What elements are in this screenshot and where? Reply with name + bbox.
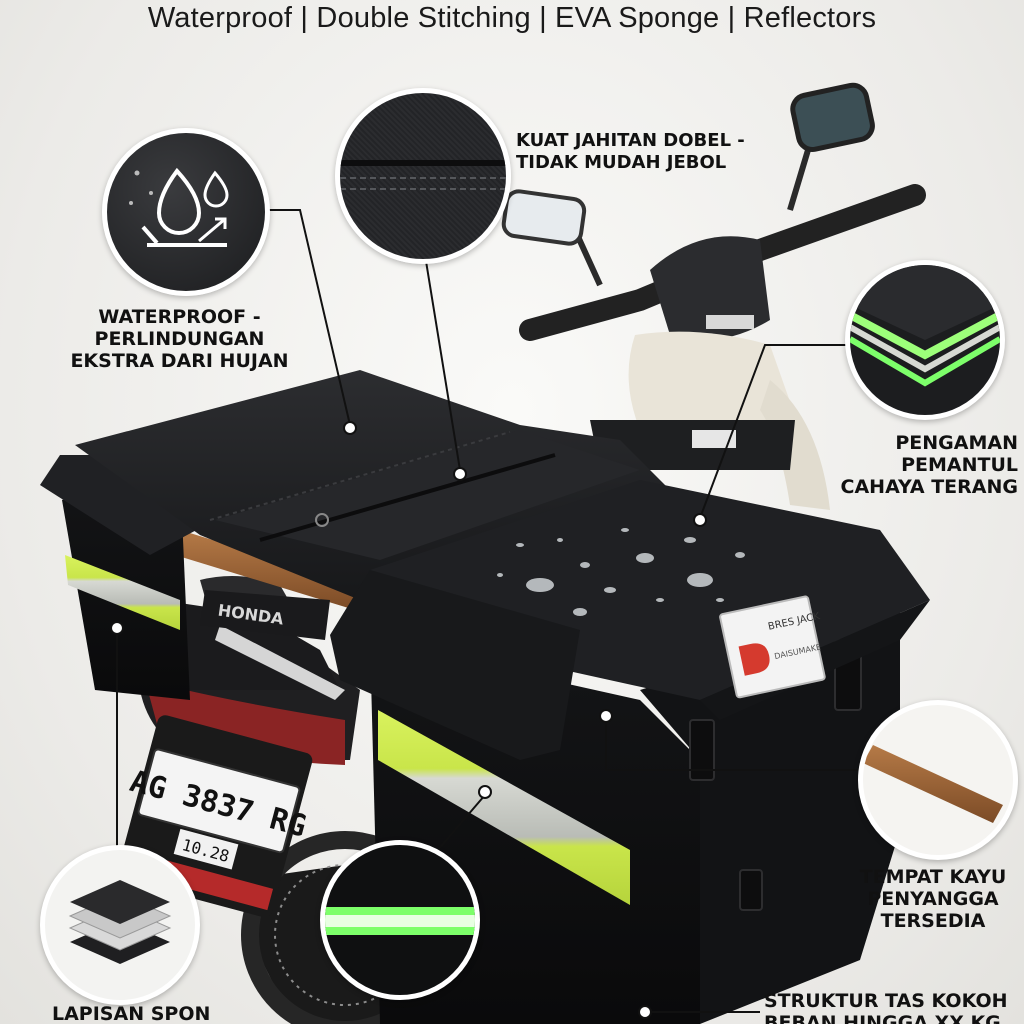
- callout-waterproof: WATERPROOF - PERLINDUNGAN EKSTRA DARI HU…: [70, 306, 289, 372]
- mirror-right: [790, 82, 875, 152]
- brand-logo-icon: [738, 643, 770, 676]
- stitching-detail-circle: [335, 88, 511, 264]
- callout-structure: STRUKTUR TAS KOKOH BEBAN HINGGA XX KG: [764, 990, 1008, 1024]
- honda-badge: HONDA: [200, 590, 330, 640]
- license-plate: [137, 748, 301, 854]
- reflective-stripe-left: [65, 555, 180, 630]
- water-drop-icon: [129, 167, 229, 247]
- reflector-detail-circle: [845, 260, 1005, 420]
- callout-dots: [110, 421, 707, 1019]
- reflective-stripe-detail-circle: [320, 840, 480, 1000]
- callout-stitching: KUAT JAHITAN DOBEL - TIDAK MUDAH JEBOL: [516, 130, 745, 173]
- sticker: [706, 315, 754, 329]
- callout-lines: [116, 209, 870, 1013]
- callout-reflector: PENGAMAN PEMANTUL CAHAYA TERANG: [840, 432, 1018, 498]
- reflective-stripe-right: [378, 710, 630, 905]
- double-stitch-icon: [340, 160, 506, 190]
- right-saddlebag: [370, 610, 900, 1024]
- headlight-cowl: [650, 236, 770, 340]
- callout-wood: TEMPAT KAYU PENYANGGA TERSEDIA: [859, 866, 1007, 932]
- callout-sponge: LAPISAN SPON: [52, 1003, 211, 1024]
- wood-stick-icon: [863, 745, 1003, 823]
- brand-label: BRES JACK DAISUMAKE: [719, 595, 826, 699]
- headline: Waterproof | Double Stitching | EVA Spon…: [147, 2, 877, 34]
- layer-stack-icon: [68, 880, 172, 964]
- mirror-left: [501, 189, 587, 246]
- sponge-detail-circle: [40, 845, 200, 1005]
- reflective-edge-icon: [850, 265, 1000, 387]
- glow-stripe-icon: [325, 907, 475, 935]
- wood-detail-circle: [858, 700, 1018, 860]
- waterproof-detail-circle: [102, 128, 270, 296]
- water-droplets: [497, 528, 745, 616]
